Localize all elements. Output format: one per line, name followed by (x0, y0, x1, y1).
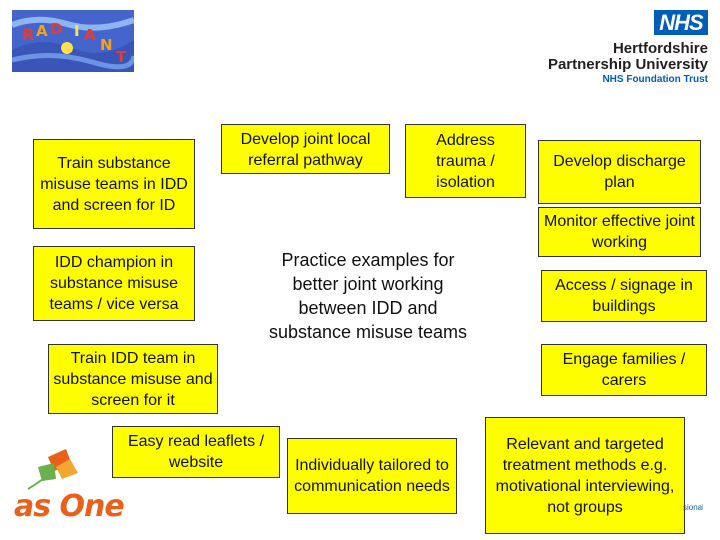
box-address-trauma: Address trauma / isolation (405, 124, 526, 198)
nhs-foundation-trust: NHS Foundation Trust (602, 74, 708, 85)
svg-text:D: D (50, 20, 62, 38)
box-joint-referral-pathway: Develop joint local referral pathway (221, 124, 390, 174)
radiant-logo-art: R A D I A N T (12, 10, 134, 72)
svg-text:R: R (22, 25, 34, 44)
svg-text:A: A (36, 22, 48, 40)
box-idd-champion: IDD champion in substance misuse teams /… (33, 246, 195, 321)
nhs-badge: NHS (654, 10, 708, 35)
svg-text:T: T (116, 48, 127, 66)
box-engage-families: Engage families / carers (541, 344, 707, 396)
box-discharge-plan: Develop discharge plan (538, 140, 701, 204)
radiant-logo: R A D I A N T (12, 10, 134, 72)
box-relevant-targeted-treatment: Relevant and targeted treatment methods … (485, 417, 685, 534)
as-one-kites-icon (27, 449, 78, 490)
svg-text:I: I (74, 22, 80, 40)
box-individually-tailored: Individually tailored to communication n… (287, 438, 457, 514)
svg-text:N: N (100, 36, 113, 54)
as-one-logo: as One (8, 445, 125, 525)
nhs-logo: NHS Hertfordshire Partnership University… (538, 10, 708, 85)
svg-text:A: A (84, 26, 96, 44)
box-train-substance-misuse-teams: Train substance misuse teams in IDD and … (33, 139, 195, 229)
box-monitor-joint-working: Monitor effective joint working (538, 207, 701, 257)
nhs-trust-name-line2: Partnership University (547, 56, 708, 73)
nhs-trust-name-line1: Hertfordshire (612, 40, 708, 57)
box-access-signage: Access / signage in buildings (541, 270, 707, 322)
box-easy-read-leaflets: Easy read leaflets / website (112, 426, 280, 478)
box-train-idd-team: Train IDD team in substance misuse and s… (48, 344, 218, 414)
partial-background-text: sional (683, 503, 703, 512)
as-one-wordmark: as One (14, 489, 125, 524)
diagram-center-text: Practice examples for better joint worki… (268, 250, 468, 342)
